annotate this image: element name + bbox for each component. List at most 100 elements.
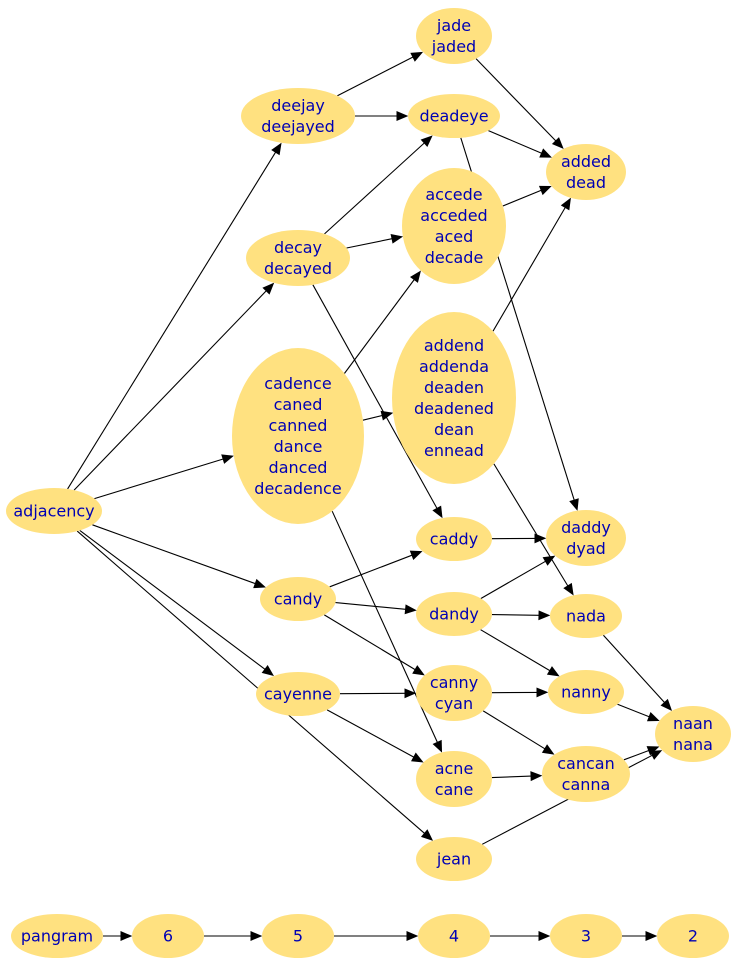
arrowhead	[420, 829, 434, 841]
node-ellipse	[416, 751, 492, 807]
edge-nada-to-naan	[602, 634, 673, 711]
edge-adjacency-to-cadence	[94, 454, 234, 500]
edge-line	[329, 554, 413, 588]
edge-line	[493, 463, 569, 587]
edge-cayenne-to-acne	[326, 709, 424, 763]
node-ellipse	[416, 517, 492, 561]
node-label: cyan	[435, 694, 473, 713]
node-label: canna	[562, 775, 611, 794]
edge-line	[602, 634, 665, 703]
edge-line	[362, 414, 383, 421]
edge-line	[492, 207, 566, 332]
node-ellipse	[241, 88, 355, 144]
node-n4: 4	[418, 914, 490, 958]
edge-accede-to-added	[502, 185, 552, 207]
edge-line	[76, 530, 425, 834]
edge-dandy-to-nada	[491, 610, 551, 621]
node-label: 5	[293, 927, 303, 946]
node-label: candy	[274, 590, 322, 609]
edge-line	[94, 458, 224, 500]
arrowhead	[560, 197, 571, 211]
node-n6: 6	[132, 914, 204, 958]
arrowhead	[660, 698, 673, 711]
arrowhead	[412, 665, 425, 676]
edge-addend-to-added	[492, 197, 571, 332]
edge-canny-to-nanny	[491, 687, 549, 698]
node-ellipse	[256, 672, 340, 716]
node-label: acne	[435, 759, 474, 778]
node-ellipse	[548, 670, 624, 714]
node-label: acceded	[420, 206, 487, 225]
arrowhead	[221, 454, 234, 464]
node-label: addend	[424, 336, 484, 355]
edge-decay-to-caddy	[312, 284, 443, 519]
arrowhead	[411, 752, 424, 763]
node-n5: 5	[262, 914, 334, 958]
edge-line	[480, 560, 546, 599]
arrowhead	[120, 931, 133, 941]
arrowhead	[253, 578, 266, 589]
node-label: canny	[430, 673, 478, 692]
edge-decay-to-deadeye	[324, 135, 433, 235]
node-label: deaden	[424, 378, 484, 397]
node-ellipse	[546, 510, 626, 566]
arrowhead	[649, 750, 663, 760]
arrowhead	[404, 604, 417, 615]
edge-adjacency-to-decay	[73, 282, 275, 491]
node-label: decade	[425, 248, 484, 267]
node-ellipse	[262, 914, 334, 958]
node-label: decay	[274, 238, 322, 257]
node-ellipse	[232, 348, 364, 524]
edge-line	[488, 130, 542, 154]
arrowhead	[262, 282, 275, 295]
node-ellipse	[657, 914, 729, 958]
node-ellipse	[408, 94, 500, 138]
node-label: dean	[434, 420, 474, 439]
node-label: added	[561, 152, 611, 171]
node-ellipse	[546, 144, 626, 200]
node-label: daddy	[561, 518, 611, 537]
edge-line	[480, 629, 551, 672]
edge-cancan-to-naan	[623, 746, 660, 761]
arrowhead	[261, 664, 275, 677]
arrowhead	[534, 533, 547, 544]
edge-n3-to-n2	[622, 931, 658, 941]
edge-line	[326, 709, 415, 758]
node-label: dandy	[429, 605, 479, 624]
edge-decay-to-accede	[346, 233, 404, 249]
node-ellipse	[416, 8, 492, 64]
node-label: pangram	[21, 927, 93, 946]
node-adjacency: adjacency	[6, 488, 102, 534]
node-ellipse	[260, 577, 336, 621]
arrowhead	[646, 746, 660, 756]
node-n3: 3	[550, 914, 622, 958]
arrowhead	[538, 610, 551, 621]
arrowhead	[250, 931, 263, 941]
edge-dandy-to-daddy	[480, 555, 556, 599]
edge-line	[346, 238, 393, 249]
node-candy: candy	[260, 577, 336, 621]
node-label: dyad	[566, 539, 606, 558]
edge-acne-to-cancan	[491, 771, 543, 782]
arrowhead	[406, 931, 419, 941]
edge-pangram-to-n6	[103, 931, 133, 941]
node-label: 2	[688, 927, 698, 946]
node-label: caned	[274, 395, 323, 414]
edge-line	[502, 189, 542, 207]
edge-line	[79, 529, 266, 670]
arrowhead	[410, 51, 424, 62]
arrowhead	[432, 505, 443, 519]
edge-deejay-to-deadeye	[355, 111, 409, 121]
node-label: jean	[436, 850, 471, 869]
edge-line	[617, 703, 650, 718]
node-nanny: nanny	[548, 670, 624, 714]
edge-adjacency-to-deejay	[67, 142, 282, 490]
node-ellipse	[392, 312, 516, 484]
node-label: jade	[436, 16, 471, 35]
node-ellipse	[402, 168, 506, 284]
edge-deadeye-to-added	[488, 130, 552, 158]
